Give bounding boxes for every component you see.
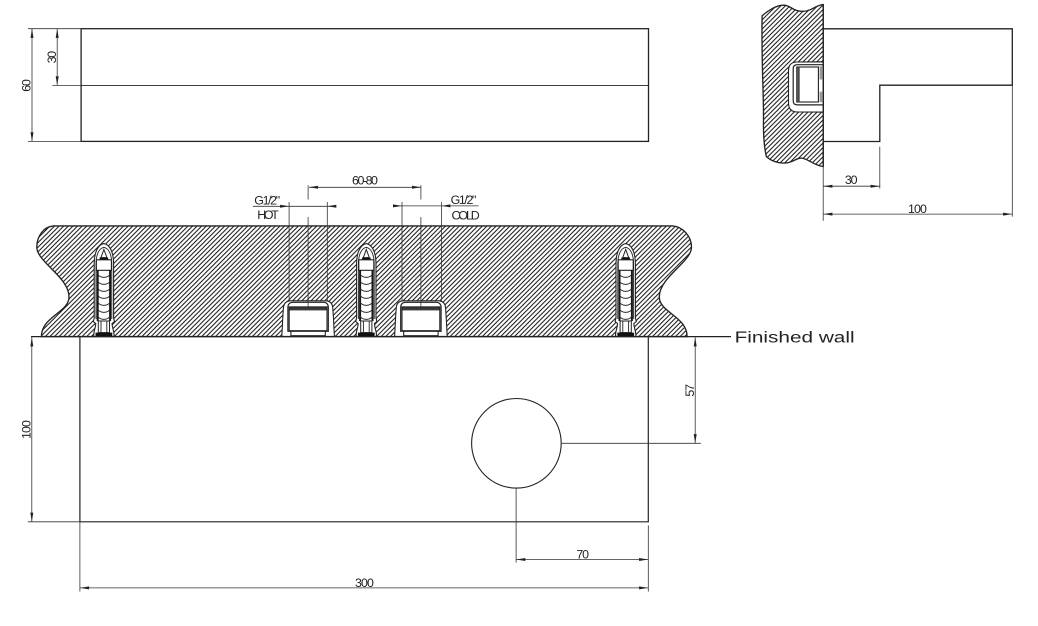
svg-text:G1/2": G1/2": [254, 194, 280, 208]
svg-text:60: 60: [19, 79, 33, 92]
svg-text:100: 100: [19, 420, 33, 439]
svg-text:30: 30: [45, 51, 59, 64]
svg-text:70: 70: [576, 547, 589, 561]
svg-text:57: 57: [683, 384, 697, 397]
svg-text:G1/2": G1/2": [451, 193, 477, 207]
svg-text:60-80: 60-80: [352, 173, 378, 187]
svg-text:COLD: COLD: [451, 208, 479, 222]
svg-text:300: 300: [355, 576, 374, 590]
svg-text:30: 30: [845, 173, 858, 187]
svg-text:HOT: HOT: [257, 208, 279, 222]
svg-text:100: 100: [908, 202, 927, 216]
svg-text:Finished wall: Finished wall: [735, 329, 855, 346]
